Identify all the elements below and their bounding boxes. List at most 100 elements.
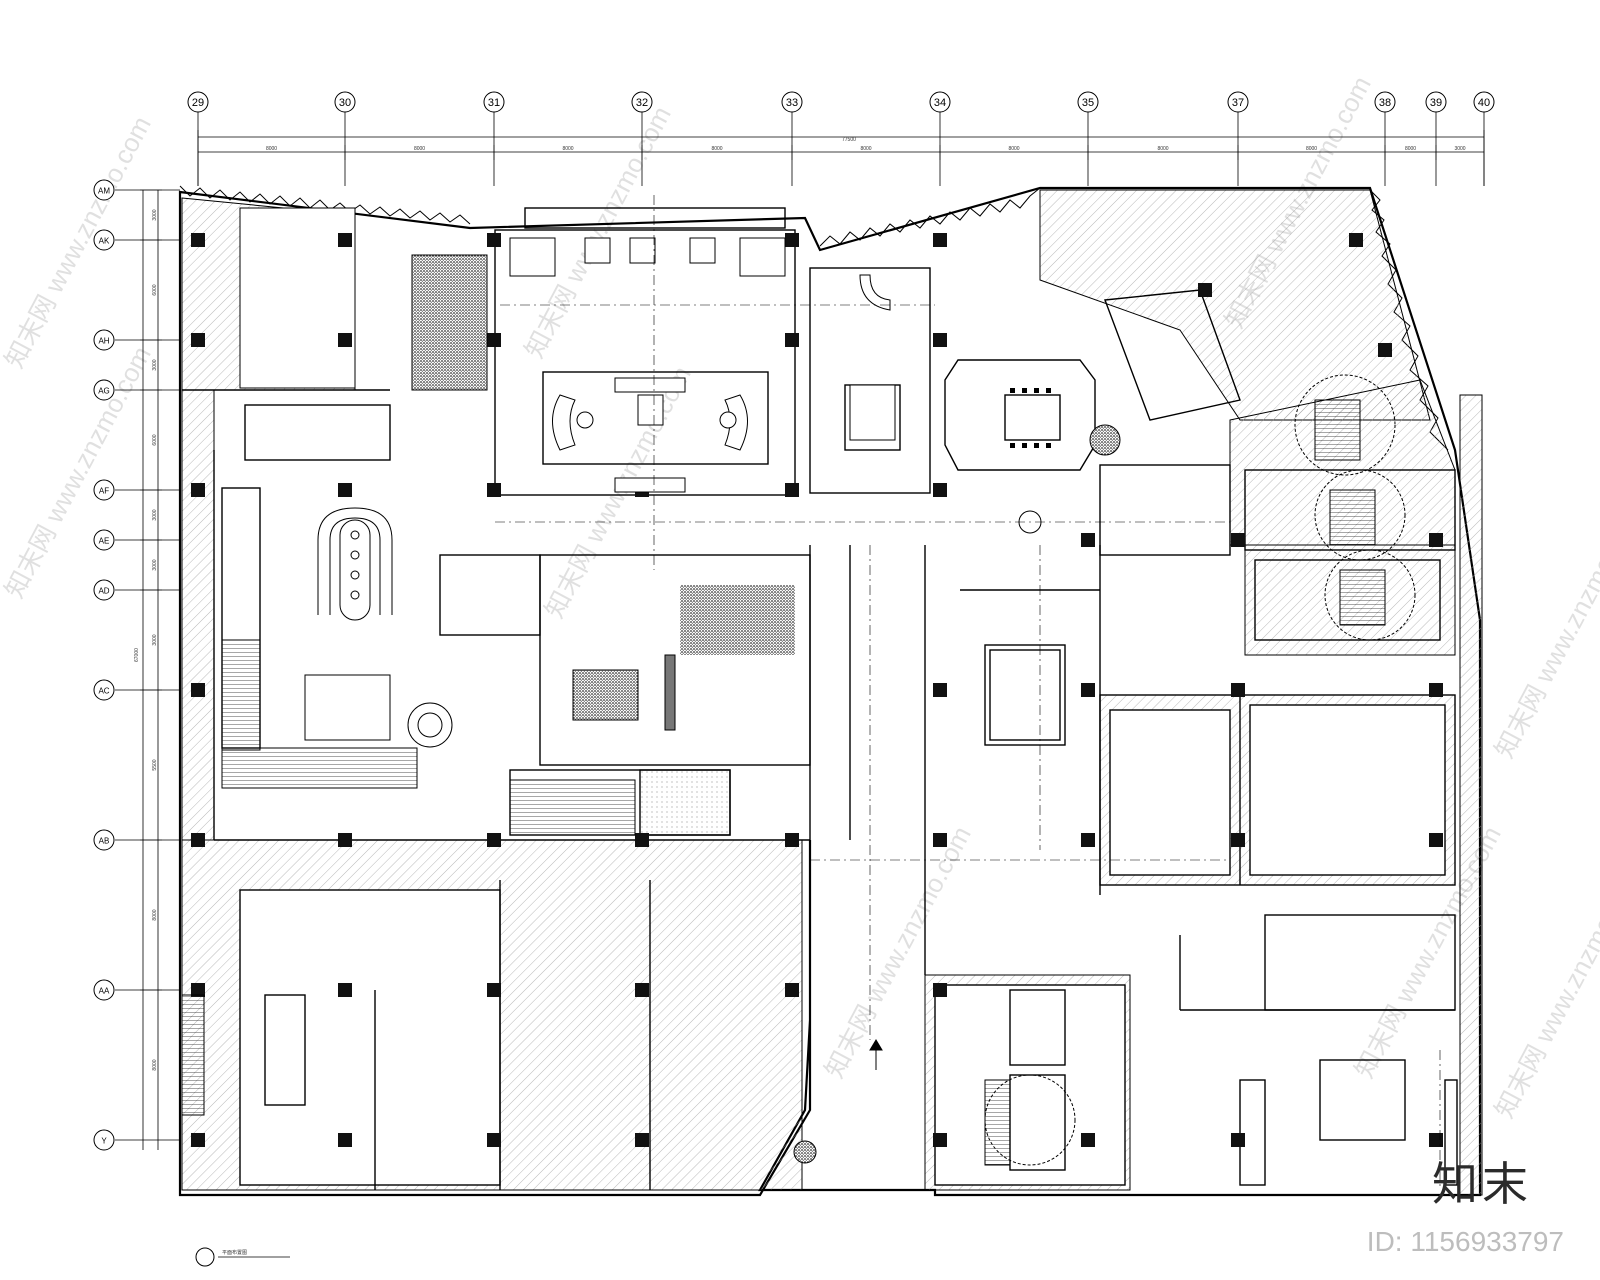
- axis-bubble-row-AM: AM: [93, 179, 180, 201]
- axis-label: AG: [98, 387, 110, 396]
- stair-arc-4: [984, 1074, 1076, 1166]
- structural-column: [191, 483, 205, 497]
- axis-label: AD: [98, 587, 109, 596]
- svg-text:知末网 www.znzmo.com: 知末网 www.znzmo.com: [1489, 501, 1600, 763]
- column-round-conference: [1089, 424, 1121, 456]
- dimension-label: 5500: [152, 759, 158, 770]
- column-round-lower: [793, 1140, 817, 1164]
- axis-label: AF: [99, 487, 109, 496]
- axis-bubble-col-31: 31: [483, 91, 505, 186]
- axis-label: 30: [339, 97, 351, 109]
- svg-text:知末网 www.znzmo.com: 知末网 www.znzmo.com: [1489, 861, 1600, 1123]
- structural-column: [1231, 1133, 1245, 1147]
- total-height-label: 67000: [134, 648, 140, 662]
- drawing-title-block: 平面布置图: [195, 1247, 290, 1267]
- carpet-gallery: [572, 669, 639, 721]
- structural-column: [191, 683, 205, 697]
- axis-label: 31: [488, 97, 500, 109]
- center-lines: [495, 195, 1441, 1190]
- dimension-label: 3000: [152, 509, 158, 520]
- axis-bubble-col-30: 30: [334, 91, 356, 186]
- curtain-wall-top-right: [819, 187, 1041, 247]
- structural-column: [1429, 533, 1443, 547]
- svg-text:知末网 www.znzmo.com: 知末网 www.znzmo.com: [0, 341, 157, 603]
- axis-bubble-row-AK: AK: [93, 229, 180, 251]
- dimension-label: 6000: [152, 434, 158, 445]
- axis-label: AA: [99, 987, 110, 996]
- axis-label: AK: [99, 237, 110, 246]
- axis-label: 35: [1082, 97, 1094, 109]
- structural-columns: [191, 233, 1443, 1147]
- structural-column: [338, 1133, 352, 1147]
- axis-label: AM: [98, 187, 110, 196]
- escalator-center: [509, 779, 636, 836]
- structural-column: [1231, 533, 1245, 547]
- structural-column: [1081, 683, 1095, 697]
- structural-column: [933, 233, 947, 247]
- outer-wall: [178, 186, 1482, 1197]
- axis-bubble-row-AB: AB: [93, 829, 180, 851]
- top-dimension-lines: [197, 130, 1485, 186]
- structural-column: [933, 983, 947, 997]
- structural-column: [338, 833, 352, 847]
- drawing-title-text: 平面布置图: [222, 1249, 247, 1256]
- structural-column: [933, 1133, 947, 1147]
- image-id-label: ID: 1156933797: [1366, 1226, 1564, 1257]
- axis-label: 34: [934, 97, 946, 109]
- dimension-label: 6000: [152, 284, 158, 295]
- stair-lower-core: [984, 1079, 1011, 1166]
- structural-column: [933, 683, 947, 697]
- axis-label: AB: [99, 837, 110, 846]
- structural-column: [487, 333, 501, 347]
- structural-column: [1429, 833, 1443, 847]
- left-dimension-lines: [142, 190, 159, 1150]
- stair-arc-3: [1324, 549, 1416, 641]
- structural-column: [785, 483, 799, 497]
- structural-column: [338, 483, 352, 497]
- axis-bubble-col-38: 38: [1374, 91, 1396, 186]
- structural-column: [1081, 1133, 1095, 1147]
- structural-column: [933, 833, 947, 847]
- axis-bubble-row-AC: AC: [93, 679, 180, 701]
- axis-bubble-col-39: 39: [1425, 91, 1447, 186]
- axis-bubble-row-AG: AG: [93, 379, 180, 401]
- feature-bar: [664, 654, 676, 731]
- axis-label: 39: [1430, 97, 1442, 109]
- brand-logo: 知末: [1432, 1157, 1532, 1211]
- structural-column: [1378, 343, 1392, 357]
- dimension-label: 8000: [152, 909, 158, 920]
- dimension-label: 3000: [1454, 146, 1465, 152]
- structural-column: [1081, 533, 1095, 547]
- axis-bubble-col-32: 32: [631, 91, 653, 186]
- dimension-label: 3000: [152, 359, 158, 370]
- pebble-installation: [680, 585, 795, 655]
- dimension-label: 8000: [1008, 146, 1019, 152]
- structural-column: [785, 833, 799, 847]
- dimension-label: 8000: [414, 146, 425, 152]
- structural-column: [191, 983, 205, 997]
- escalator-left: [221, 639, 261, 751]
- structural-column: [785, 333, 799, 347]
- structural-column: [191, 333, 205, 347]
- axis-bubble-col-35: 35: [1077, 91, 1099, 186]
- stair-right-core: [1314, 399, 1361, 461]
- dimension-label: 8000: [860, 146, 871, 152]
- axis-bubble-col-40: 40: [1473, 91, 1495, 186]
- axis-bubble-row-AH: AH: [93, 329, 180, 351]
- axis-label: AC: [98, 687, 109, 696]
- building: [178, 185, 1483, 1197]
- axis-bubble-row-AF: AF: [93, 479, 180, 501]
- structural-column: [1198, 283, 1212, 297]
- structural-column: [487, 483, 501, 497]
- structural-column: [191, 233, 205, 247]
- lounge-furniture: [509, 237, 896, 493]
- structural-column: [785, 983, 799, 997]
- structural-column: [635, 1133, 649, 1147]
- structural-column: [191, 833, 205, 847]
- structural-column: [338, 333, 352, 347]
- structural-column: [191, 1133, 205, 1147]
- structural-column: [933, 483, 947, 497]
